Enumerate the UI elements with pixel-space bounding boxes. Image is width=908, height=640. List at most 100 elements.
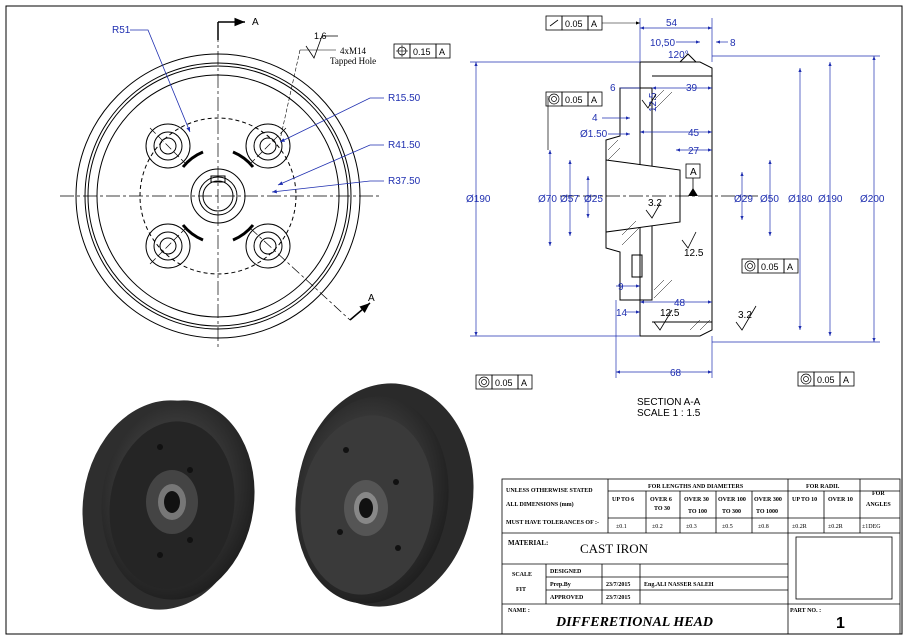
fcf-top-datum: A (591, 19, 597, 29)
radius-label-r15-50: R15.50 (388, 93, 421, 104)
dim-57: Ø57 (560, 194, 579, 205)
prep-date: 23/7/2015 (606, 582, 630, 588)
dim-3-2-a: 3.2 (648, 198, 662, 209)
sheet-border (5, 5, 903, 635)
prep-label: Prep.By (550, 582, 571, 588)
iso-render-front (295, 383, 474, 607)
dim-70: Ø70 (538, 194, 557, 205)
roughness-value: 1.6 (314, 31, 327, 41)
radius-leaders (130, 29, 384, 194)
fcf-right-mid-datum: A (787, 262, 793, 272)
approved-date: 23/7/2015 (606, 595, 630, 601)
section-mark-top: A (252, 17, 259, 28)
material-label: MATERIAL: (508, 539, 548, 547)
fcf-left-upper-datum: A (591, 95, 597, 105)
radius-label-r37-50: R37.50 (388, 176, 421, 187)
header-angles-2: ANGLES (866, 502, 891, 508)
hole-position-tolerance: 0.15 (413, 47, 431, 57)
dim-50: Ø50 (760, 194, 779, 205)
hole-datum: A (439, 47, 445, 57)
fcf-left-upper: 0.05 A (545, 91, 603, 107)
section-mark-bottom: A (368, 293, 375, 304)
tol-4: ±0.8 (758, 524, 769, 530)
header-angles-1: FOR (872, 491, 885, 497)
range-6-line1: OVER 10 (828, 497, 853, 503)
tol-3: ±0.5 (722, 524, 733, 530)
dim-29: Ø29 (734, 194, 753, 205)
tol-0: ±0.1 (616, 524, 627, 530)
section-title: SECTION A-A (637, 397, 701, 408)
dim-200: Ø200 (860, 194, 885, 205)
tol-2: ±0.3 (686, 524, 697, 530)
range-0-line1: UP TO 6 (612, 497, 634, 503)
range-5-line1: UP TO 10 (792, 497, 817, 503)
datum-a: A (685, 163, 701, 196)
dim-3-2-b: 3.2 (738, 310, 752, 321)
designed-label: DESIGNED (550, 569, 582, 575)
title-block-frame (501, 478, 901, 635)
part-no-label: PART NO. : (790, 608, 821, 614)
dim-27: 27 (688, 146, 700, 157)
range-2-line1: OVER 30 (684, 497, 709, 503)
dim-25: Ø25 (584, 194, 603, 205)
fcf-top: 0.05 A (545, 15, 640, 31)
section-scale: SCALE 1 : 1.5 (637, 408, 701, 419)
section-line-a: A A (217, 17, 375, 321)
part-no-value: 1 (836, 615, 845, 632)
dim-10-50: 10,50 (650, 38, 675, 49)
dim-12-5-a: 12.5 (648, 92, 659, 112)
range-4-line1: OVER 300 (754, 497, 782, 503)
approved-label: APPROVED (550, 595, 584, 601)
fit-label: FIT (516, 587, 526, 593)
dim-45: 45 (688, 128, 700, 139)
dim-48: 48 (674, 298, 686, 309)
fcf-bottom-right-datum: A (843, 375, 849, 385)
section-dimension-lines (470, 18, 880, 378)
fcf-bottom-left-datum: A (521, 378, 527, 388)
scale-label: SCALE (512, 572, 532, 578)
name-label: NAME : (508, 608, 530, 614)
dim-6: 6 (610, 83, 616, 94)
range-3-line2: TO 300 (722, 509, 741, 515)
dim-180: Ø180 (788, 194, 813, 205)
dim-68: 68 (670, 368, 682, 379)
drawing-name: DIFFERETIONAL HEAD (555, 615, 713, 630)
dim-12-5-b: 12.5 (684, 248, 704, 259)
dim-190-right: Ø190 (818, 194, 843, 205)
fcf-bottom-right: 0.05 A (797, 371, 855, 387)
fcf-top-value: 0.05 (565, 19, 583, 29)
header-radii: FOR RADII. (806, 484, 840, 490)
datum-a-label: A (690, 167, 697, 178)
note-tolerances: MUST HAVE TOLERANCES OF :- (506, 520, 599, 526)
header-lengths: FOR LENGTHS AND DIAMETERS (648, 484, 744, 490)
range-1-line2: TO 30 (654, 506, 670, 512)
dim-54: 54 (666, 18, 678, 29)
material-value: CAST IRON (580, 541, 649, 556)
tol-5: ±0.2R (792, 524, 807, 530)
dim-1-50: Ø1.50 (580, 129, 608, 140)
range-1-line1: OVER 6 (650, 497, 672, 503)
roughness-symbols (641, 93, 757, 331)
fcf-bottom-left: 0.05 A (475, 374, 533, 390)
dim-120: 120° (668, 50, 689, 61)
note-unless: UNLESS OTHERWISE STATED (506, 488, 593, 494)
section-hatch (607, 89, 711, 331)
radius-label-r41-50: R41.50 (388, 140, 421, 151)
range-4-line2: TO 1000 (756, 509, 778, 515)
iso-render-back (82, 400, 255, 610)
tol-7: ±1DEG (862, 524, 881, 530)
radius-label-r51: R51 (112, 25, 131, 36)
dim-9: 9 (618, 282, 624, 293)
dim-190-left: Ø190 (466, 194, 491, 205)
hole-callout-line1: 4xM14 (340, 46, 367, 56)
dim-39: 39 (686, 83, 698, 94)
range-3-line1: OVER 100 (718, 497, 746, 503)
section-dimension-text: 54 10,50 8 120° 6 39 12.5 4 Ø1.50 45 27 … (466, 18, 885, 379)
dim-8: 8 (730, 38, 736, 49)
tol-1: ±0.2 (652, 524, 663, 530)
prep-name: Eng.ALI NASSER SALEH (644, 582, 714, 588)
tapped-hole-note: 1.6 4xM14 Tapped Hole 0.15 A (279, 31, 451, 141)
title-block-text: UNLESS OTHERWISE STATED ALL DIMENSIONS (… (506, 484, 891, 632)
fcf-bottom-right-value: 0.05 (817, 375, 835, 385)
